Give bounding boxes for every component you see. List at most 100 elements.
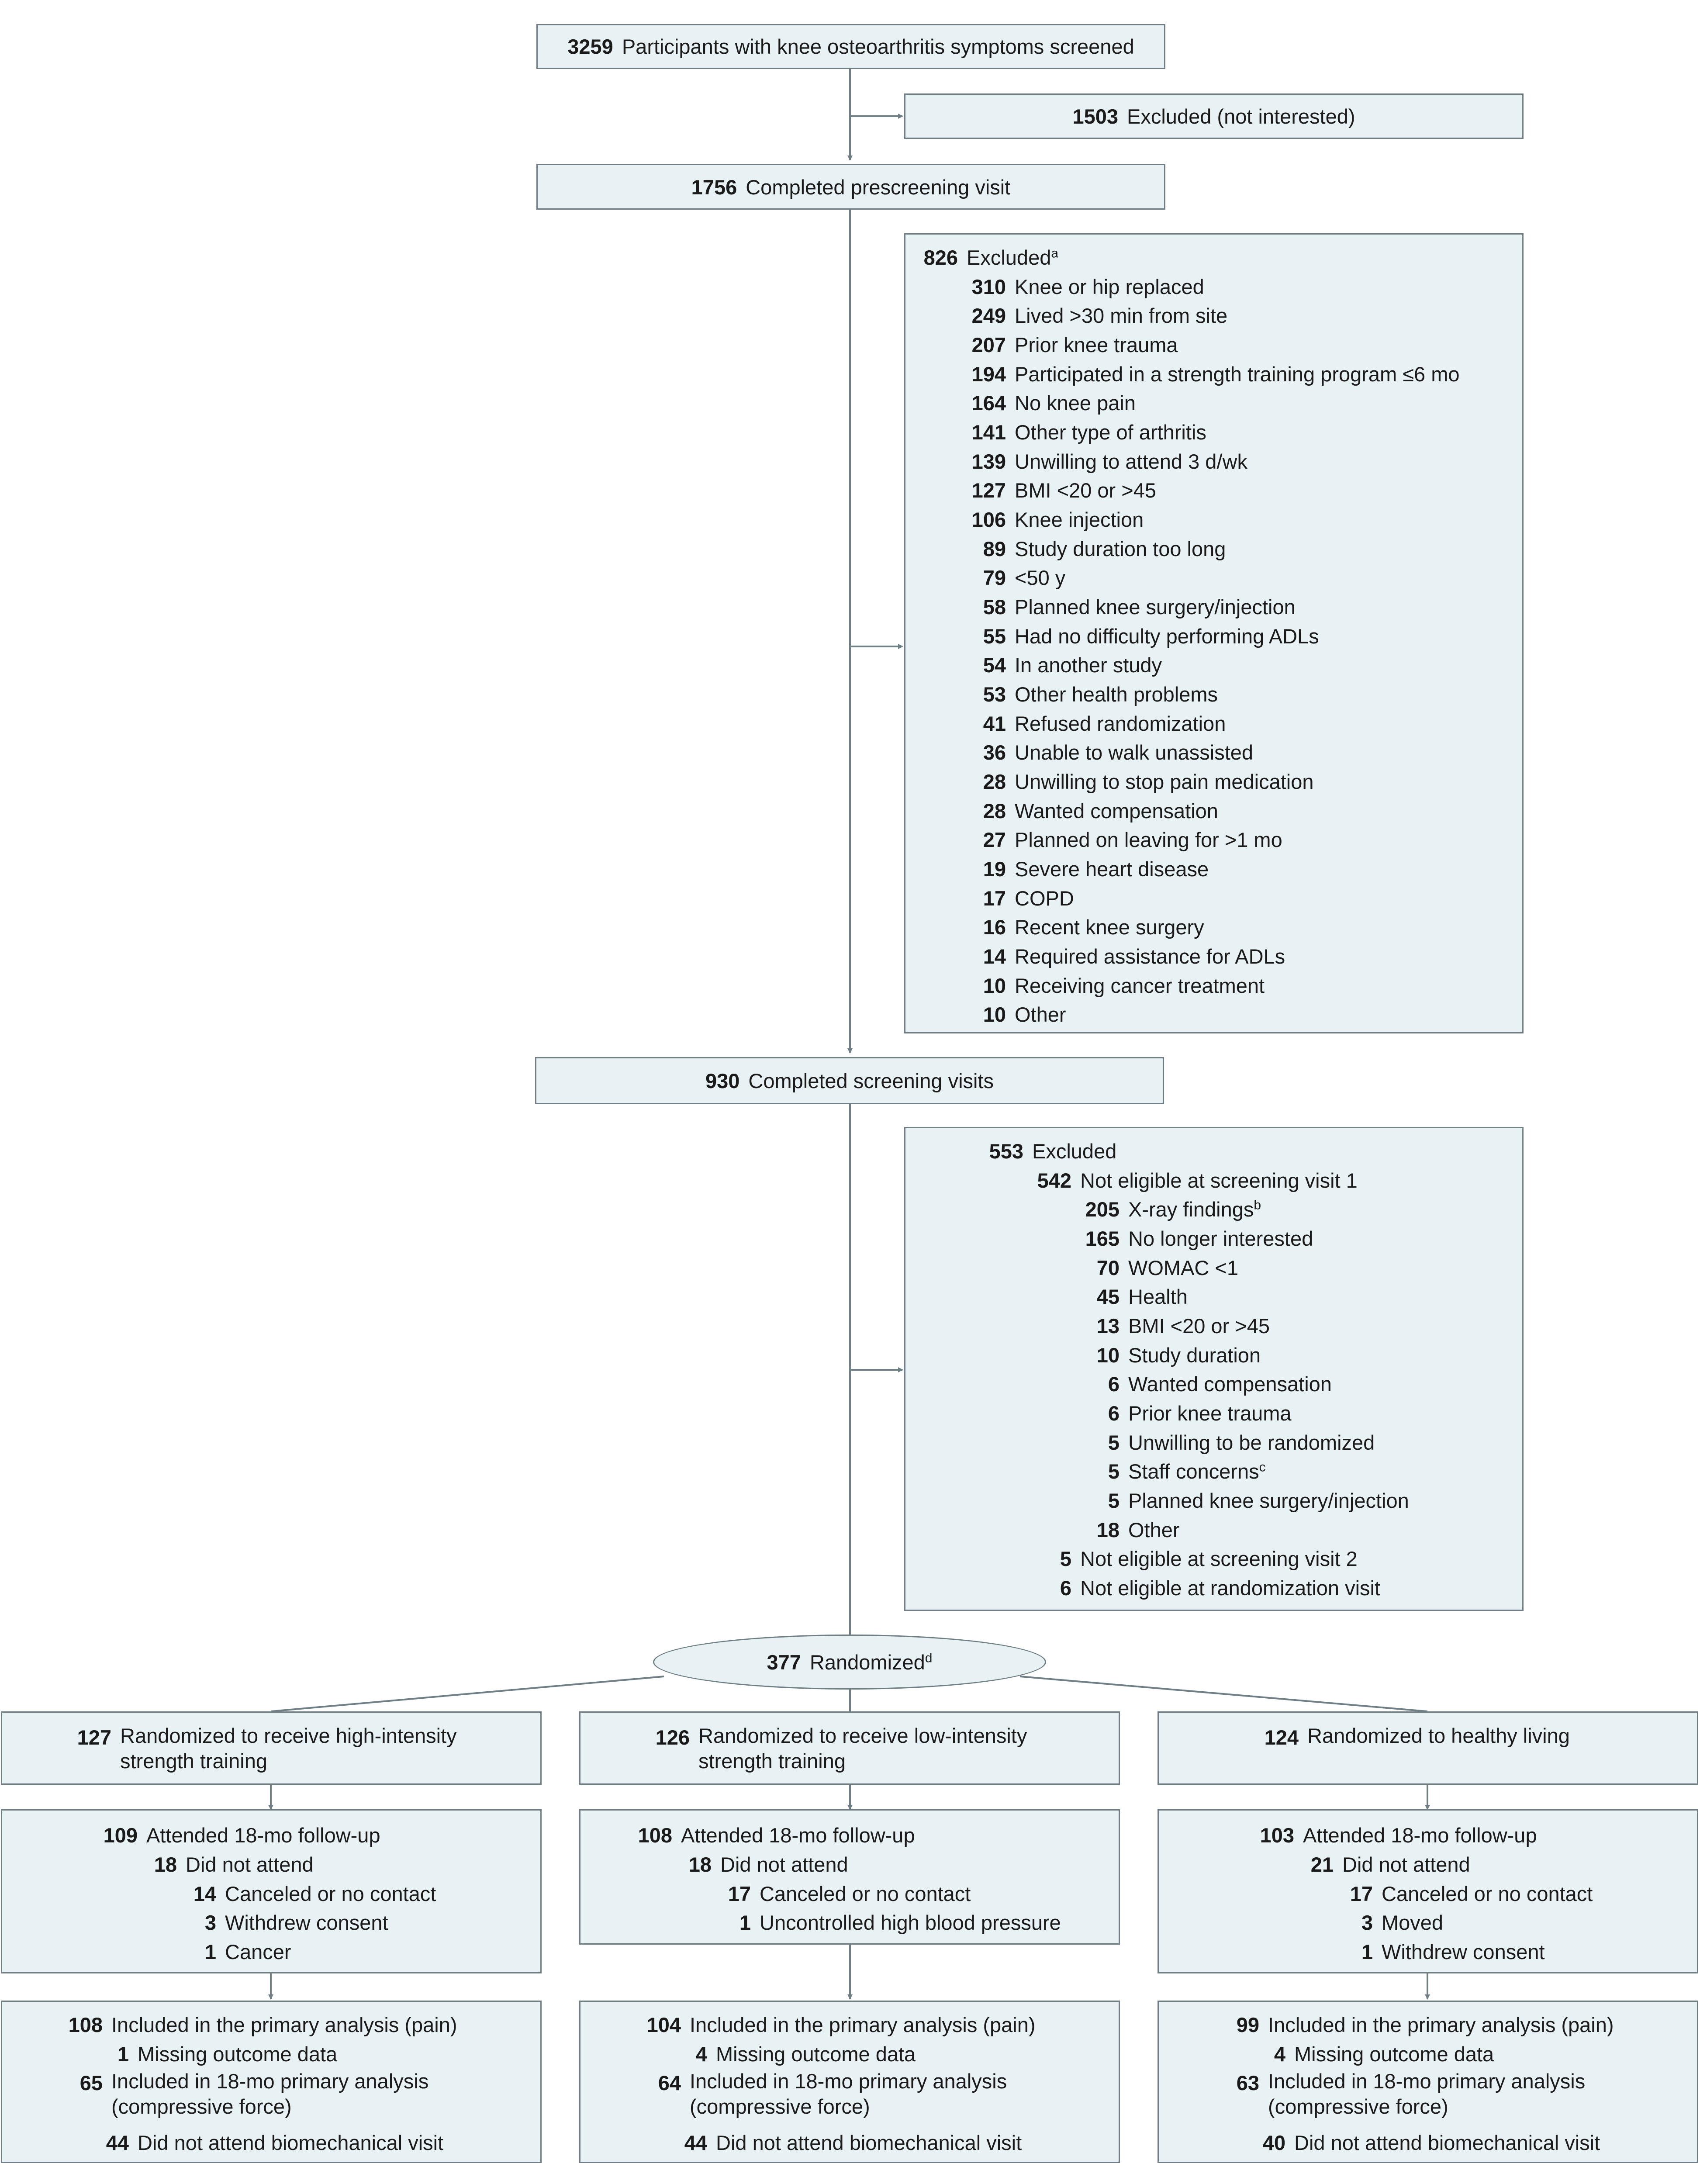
reason-count: 14 — [193, 1882, 216, 1905]
exclusion-reason: Other health problems — [1015, 683, 1218, 706]
exclusion-count: 249 — [971, 304, 1006, 327]
randomized-node: 377 Randomizedd — [653, 1635, 1046, 1690]
screening-label: Completed screening visits — [748, 1069, 994, 1092]
visit1-count: 542 — [1037, 1169, 1071, 1192]
attended-label: Attended 18-mo follow-up — [681, 1824, 915, 1847]
exclusion-reason: Prior knee trauma — [1128, 1402, 1292, 1425]
screen-excluded-count: 553 — [989, 1140, 1023, 1163]
exclusion-count: 19 — [983, 857, 1006, 881]
screened-label: Participants with knee osteoarthritis sy… — [622, 35, 1134, 58]
randomization-visit-label: Not eligible at randomization visit — [1080, 1576, 1381, 1600]
exclusion-reason: Wanted compensation — [1128, 1372, 1332, 1396]
exclusion-count: 45 — [1096, 1285, 1120, 1308]
exclusion-reason: BMI <20 or >45 — [1128, 1314, 1270, 1337]
exclusion-count: 310 — [971, 275, 1006, 298]
exclusion-reason: Prior knee trauma — [1015, 333, 1178, 356]
biomech-missed-label: Did not attend biomechanical visit — [138, 2131, 444, 2154]
randomized-count: 377 — [767, 1651, 801, 1674]
exclusion-reason: COPD — [1015, 887, 1074, 910]
exclusion-count: 70 — [1096, 1256, 1120, 1279]
exclusion-reason: In another study — [1015, 653, 1162, 677]
arm-label: Randomized to receive high-intensity str… — [120, 1724, 457, 1773]
did-not-attend-count: 18 — [154, 1853, 177, 1876]
compressive-analysis-count: 65 — [79, 2071, 103, 2094]
exclusion-count: 5 — [1108, 1460, 1120, 1483]
exclusion-count: 165 — [1085, 1227, 1120, 1250]
did-not-attend-label: Did not attend — [720, 1853, 848, 1876]
missing-data-label: Missing outcome data — [716, 2042, 916, 2066]
randomized-label: Randomizedd — [809, 1651, 933, 1674]
exclusion-count: 139 — [971, 450, 1006, 473]
exclusion-reason: Planned knee surgery/injection — [1015, 595, 1296, 619]
reason-count: 17 — [728, 1882, 751, 1905]
arm-high-intensity-box: 127 Randomized to receive high-intensity … — [1, 1711, 542, 1785]
exclusion-count: 18 — [1096, 1518, 1120, 1541]
exclusion-reason: <50 y — [1015, 566, 1066, 589]
reason-label: Canceled or no contact — [760, 1882, 971, 1905]
arm-label: Randomized to receive low-intensity stre… — [698, 1724, 1027, 1773]
reason-label: Canceled or no contact — [225, 1882, 436, 1905]
exclusion-reason: Had no difficulty performing ADLs — [1015, 625, 1319, 648]
exclusion-reason: Staff concernsc — [1128, 1460, 1266, 1483]
did-not-attend-label: Did not attend — [1342, 1853, 1470, 1876]
compressive-analysis-count: 64 — [658, 2071, 681, 2094]
exclusion-reason: Lived >30 min from site — [1015, 304, 1228, 327]
exclusion-reason: Study duration — [1128, 1344, 1261, 1367]
excluded-not-interested-label: Excluded (not interested) — [1127, 105, 1355, 128]
biomech-missed-label: Did not attend biomechanical visit — [716, 2131, 1022, 2154]
did-not-attend-count: 18 — [688, 1853, 712, 1876]
exclusion-count: 58 — [983, 595, 1006, 619]
missing-data-count: 1 — [117, 2042, 129, 2066]
exclusion-reason: Knee injection — [1015, 508, 1144, 531]
followup-low-intensity-box: 108 Attended 18-mo follow-up 18 Did not at… — [579, 1809, 1120, 1945]
biomech-missed-count: 44 — [106, 2131, 129, 2154]
compressive-analysis-label: Included in 18-mo primary analysis (comp… — [690, 2070, 1007, 2118]
exclusion-reason: Wanted compensation — [1015, 799, 1218, 822]
exclusion-count: 10 — [983, 1003, 1006, 1026]
exclusion-reason: Study duration too long — [1015, 537, 1226, 560]
exclusion-count: 127 — [971, 479, 1006, 502]
attended-count: 108 — [638, 1824, 672, 1847]
exclusion-count: 79 — [983, 566, 1006, 589]
connector-line — [270, 1676, 664, 1712]
biomech-missed-label: Did not attend biomechanical visit — [1294, 2131, 1600, 2154]
exclusion-count: 6 — [1108, 1402, 1120, 1425]
exclusion-count: 10 — [1096, 1344, 1120, 1367]
reason-label: Withdrew consent — [1382, 1940, 1545, 1963]
arm-label: Randomized to healthy living — [1307, 1724, 1570, 1747]
screening-count: 930 — [705, 1069, 740, 1092]
exclusion-reason: Knee or hip replaced — [1015, 275, 1204, 298]
exclusion-reason: Other type of arthritis — [1015, 421, 1206, 444]
exclusion-reason: Other — [1128, 1518, 1180, 1541]
exclusion-count: 16 — [983, 916, 1006, 939]
primary-analysis-count: 99 — [1236, 2013, 1259, 2036]
exclusion-count: 41 — [983, 712, 1006, 735]
screened-count: 3259 — [567, 35, 613, 58]
exclusion-count: 36 — [983, 741, 1006, 764]
visit2-label: Not eligible at screening visit 2 — [1080, 1547, 1358, 1570]
exclusion-count: 14 — [983, 945, 1006, 968]
exclusion-count: 164 — [971, 391, 1006, 415]
exclusion-reason: WOMAC <1 — [1128, 1256, 1239, 1279]
reason-count: 1 — [204, 1940, 216, 1963]
exclusion-count: 141 — [971, 421, 1006, 444]
arm-count: 127 — [77, 1726, 111, 1749]
primary-analysis-count: 104 — [646, 2013, 681, 2036]
screened-box: 3259 Participants with knee osteoarthriti… — [536, 24, 1165, 69]
attended-label: Attended 18-mo follow-up — [146, 1824, 380, 1847]
reason-count: 17 — [1350, 1882, 1373, 1905]
excluded-not-interested-box: 1503 Excluded (not interested) — [904, 93, 1524, 139]
primary-analysis-label: Included in the primary analysis (pain) — [690, 2013, 1036, 2036]
excluded-not-interested-count: 1503 — [1072, 105, 1119, 128]
exclusion-reason: Severe heart disease — [1015, 857, 1209, 881]
randomization-visit-count: 6 — [1060, 1576, 1071, 1600]
exclusion-reason: Other — [1015, 1003, 1066, 1026]
